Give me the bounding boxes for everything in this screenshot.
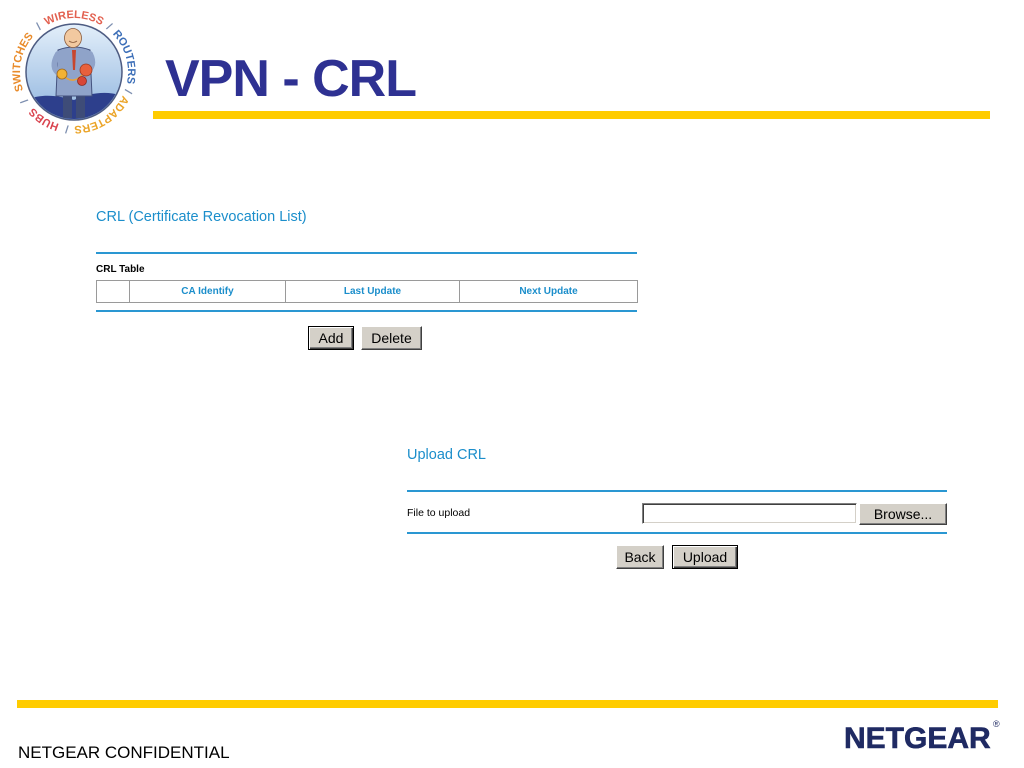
registered-trademark-mark: ® <box>993 719 1000 729</box>
upload-crl-heading: Upload CRL <box>407 447 486 463</box>
logo-separator: / <box>34 21 44 32</box>
upload-section-top-divider <box>407 490 947 492</box>
crl-section-top-divider <box>96 252 637 254</box>
crl-table-header-row: CA Identify Last Update Next Update <box>96 280 638 303</box>
select-column-header <box>96 280 130 303</box>
crl-section-heading: CRL (Certificate Revocation List) <box>96 209 307 225</box>
column-header-ca-identify: CA Identify <box>129 280 286 303</box>
crl-section-bottom-divider <box>96 310 637 312</box>
crl-table: CA Identify Last Update Next Update <box>96 280 638 303</box>
netgear-wordmark-logo: NETGEAR <box>844 722 991 755</box>
product-badge-logo: WIRELESS / ROUTERS / ADAPTERS / HUBS / S… <box>11 9 137 135</box>
file-to-upload-label: File to upload <box>407 507 471 519</box>
logo-separator: / <box>104 21 114 32</box>
browse-button[interactable]: Browse... <box>859 503 947 525</box>
upload-button[interactable]: Upload <box>672 545 738 569</box>
logo-separator: / <box>65 122 70 134</box>
title-accent-bar <box>153 111 990 119</box>
crl-table-caption: CRL Table <box>96 264 145 275</box>
logo-separator: / <box>19 97 31 106</box>
add-button[interactable]: Add <box>308 326 354 350</box>
column-header-next-update: Next Update <box>459 280 638 303</box>
logo-separator: / <box>121 88 133 95</box>
upload-section-bottom-divider <box>407 532 947 534</box>
confidential-notice: NETGEAR CONFIDENTIAL <box>18 743 230 762</box>
column-header-last-update: Last Update <box>285 280 460 303</box>
file-path-input[interactable] <box>642 503 857 524</box>
footer-accent-bar <box>17 700 998 708</box>
delete-button[interactable]: Delete <box>361 326 422 350</box>
back-button[interactable]: Back <box>616 545 664 569</box>
page-title: VPN - CRL <box>165 50 417 108</box>
